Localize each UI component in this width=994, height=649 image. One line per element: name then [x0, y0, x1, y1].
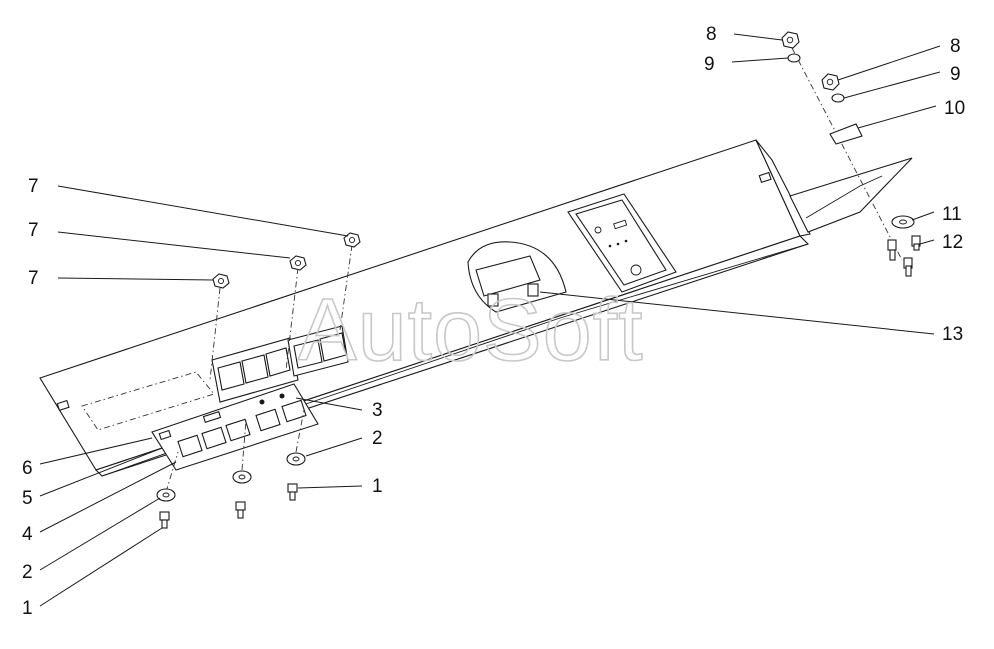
callout-8: 8 — [706, 24, 717, 45]
switch-bank — [211, 325, 349, 403]
callout-1: 1 — [372, 476, 383, 497]
switch-window-1 — [177, 434, 203, 458]
screw-icon — [159, 511, 170, 529]
callout-3: 3 — [372, 400, 383, 421]
bolt-icon — [887, 239, 897, 261]
callout-5: 5 — [22, 488, 33, 509]
hex-nut-icon — [343, 232, 361, 248]
hinged-box-lid — [475, 255, 541, 297]
switch-window-2 — [201, 426, 227, 450]
screw-icon — [287, 483, 298, 501]
mounting-plate-icon — [829, 123, 863, 145]
leader-lines — [39, 33, 941, 607]
callout-7: 7 — [28, 268, 39, 289]
hinged-box — [467, 241, 567, 313]
callout-9: 9 — [950, 64, 961, 85]
panel-slot-left — [56, 399, 70, 412]
washer-icon — [286, 452, 306, 466]
watermark: AutoSoft — [298, 280, 644, 379]
hinged-box-latch-right — [527, 283, 539, 297]
callout-6: 6 — [22, 458, 33, 479]
callout-11: 11 — [942, 204, 962, 225]
fasteners-upper — [781, 31, 921, 277]
nuts-7 — [209, 232, 361, 381]
washer-icon — [891, 215, 915, 229]
hex-nut-icon — [781, 31, 800, 49]
indicator-lamp-icon — [279, 393, 285, 399]
indicator-label — [613, 219, 628, 230]
plate-label — [202, 410, 222, 424]
switch-window-3 — [225, 418, 251, 442]
washer-icon — [787, 53, 801, 63]
bolt-icon — [903, 257, 913, 277]
washer-icon — [831, 93, 845, 103]
callout-7: 7 — [28, 220, 39, 241]
switch-plate — [151, 383, 319, 471]
callout-4: 4 — [22, 524, 33, 545]
callout-labels: 8 9 8 9 10 11 12 13 7 7 7 3 2 1 6 5 4 2 … — [22, 24, 965, 619]
bolt-icon — [911, 235, 921, 251]
plate-tab — [158, 429, 172, 441]
screw-icon — [235, 501, 246, 519]
fasteners-lower — [156, 409, 306, 529]
callout-2: 2 — [372, 428, 383, 449]
instrument-plate-face — [575, 199, 667, 286]
plate-knob-icon — [630, 264, 642, 276]
hex-nut-icon — [212, 273, 230, 289]
switch-window-5 — [281, 399, 307, 423]
switch-window-4 — [255, 408, 281, 432]
callout-7: 7 — [28, 176, 39, 197]
callout-2: 2 — [22, 562, 33, 583]
callout-13: 13 — [942, 324, 963, 345]
hinged-box-latch-left — [487, 293, 499, 307]
callout-1: 1 — [22, 598, 33, 619]
indicator-lamp-icon — [259, 399, 265, 405]
panel-slot-right — [758, 171, 772, 184]
callout-12: 12 — [942, 232, 963, 253]
callout-10: 10 — [944, 98, 965, 119]
washer-icon — [156, 488, 176, 502]
instrument-plate — [567, 193, 677, 293]
callout-9: 9 — [704, 54, 715, 75]
hex-nut-icon — [289, 255, 307, 271]
hex-nut-icon — [821, 73, 840, 91]
fan-symbol-icon — [594, 226, 602, 234]
panel-end-wall — [755, 139, 811, 237]
callout-8: 8 — [950, 36, 961, 57]
washer-icon — [232, 470, 252, 484]
